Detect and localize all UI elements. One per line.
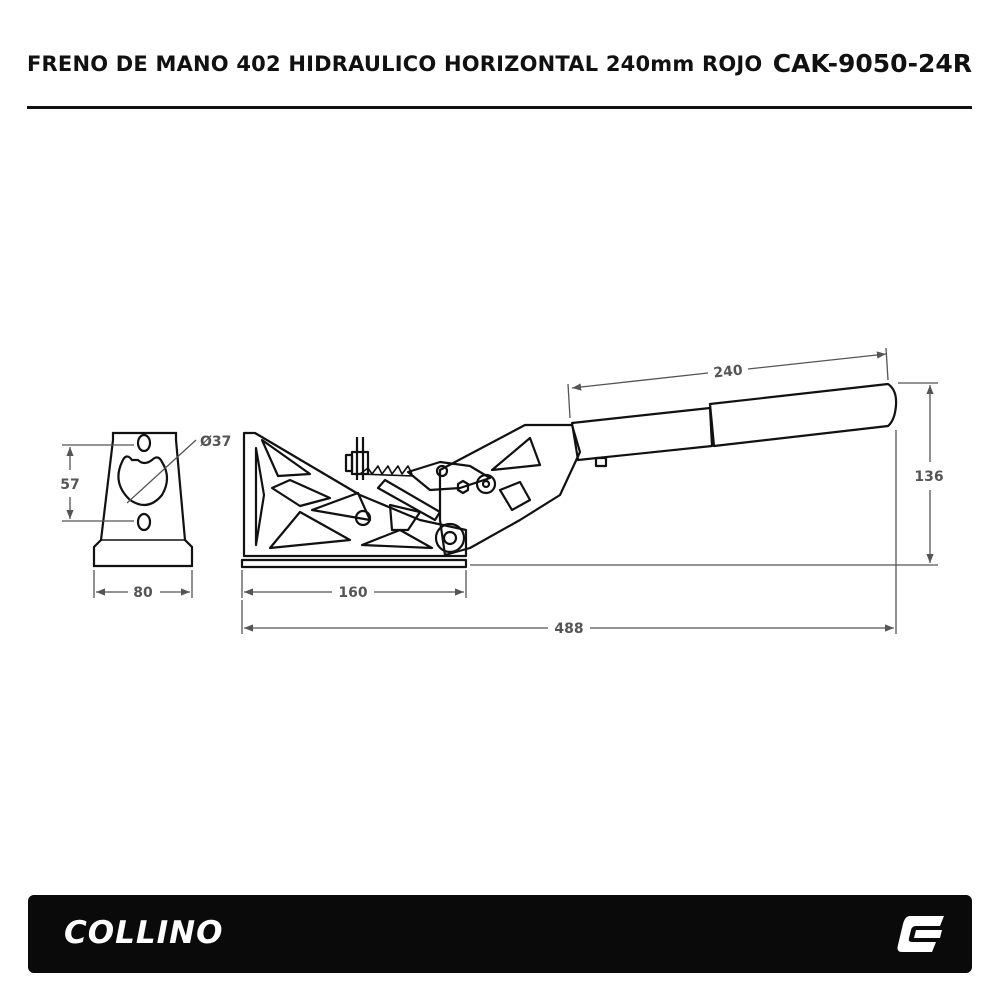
dim-total-height: 136	[914, 469, 943, 485]
dim-488-lines	[241, 430, 897, 634]
dim-side-width: 80	[133, 585, 153, 601]
dim-base-length: 160	[338, 585, 367, 601]
dim-160-lines	[241, 570, 467, 598]
brand-logo: COLLINO	[64, 915, 224, 951]
dim-hole-diameter: Ø37	[200, 434, 231, 450]
dim-80-lines	[93, 570, 193, 598]
header-divider	[27, 106, 972, 109]
diameter-leader	[126, 439, 197, 504]
product-title: FRENO DE MANO 402 HIDRAULICO HORIZONTAL …	[27, 52, 763, 76]
dim-total-length: 488	[554, 621, 583, 637]
footer-bar: COLLINO	[28, 895, 972, 973]
handbrake-front-view	[240, 382, 898, 569]
side-view-bracket	[92, 431, 194, 568]
dim-handle-length: 240	[713, 362, 744, 381]
dim-side-height: 57	[60, 477, 79, 493]
dim-240-lines	[567, 347, 889, 419]
product-code: CAK-9050-24R	[772, 49, 972, 78]
collino-c-icon	[897, 916, 944, 952]
dim-57-lines	[62, 444, 134, 522]
dim-136-lines	[470, 382, 938, 566]
